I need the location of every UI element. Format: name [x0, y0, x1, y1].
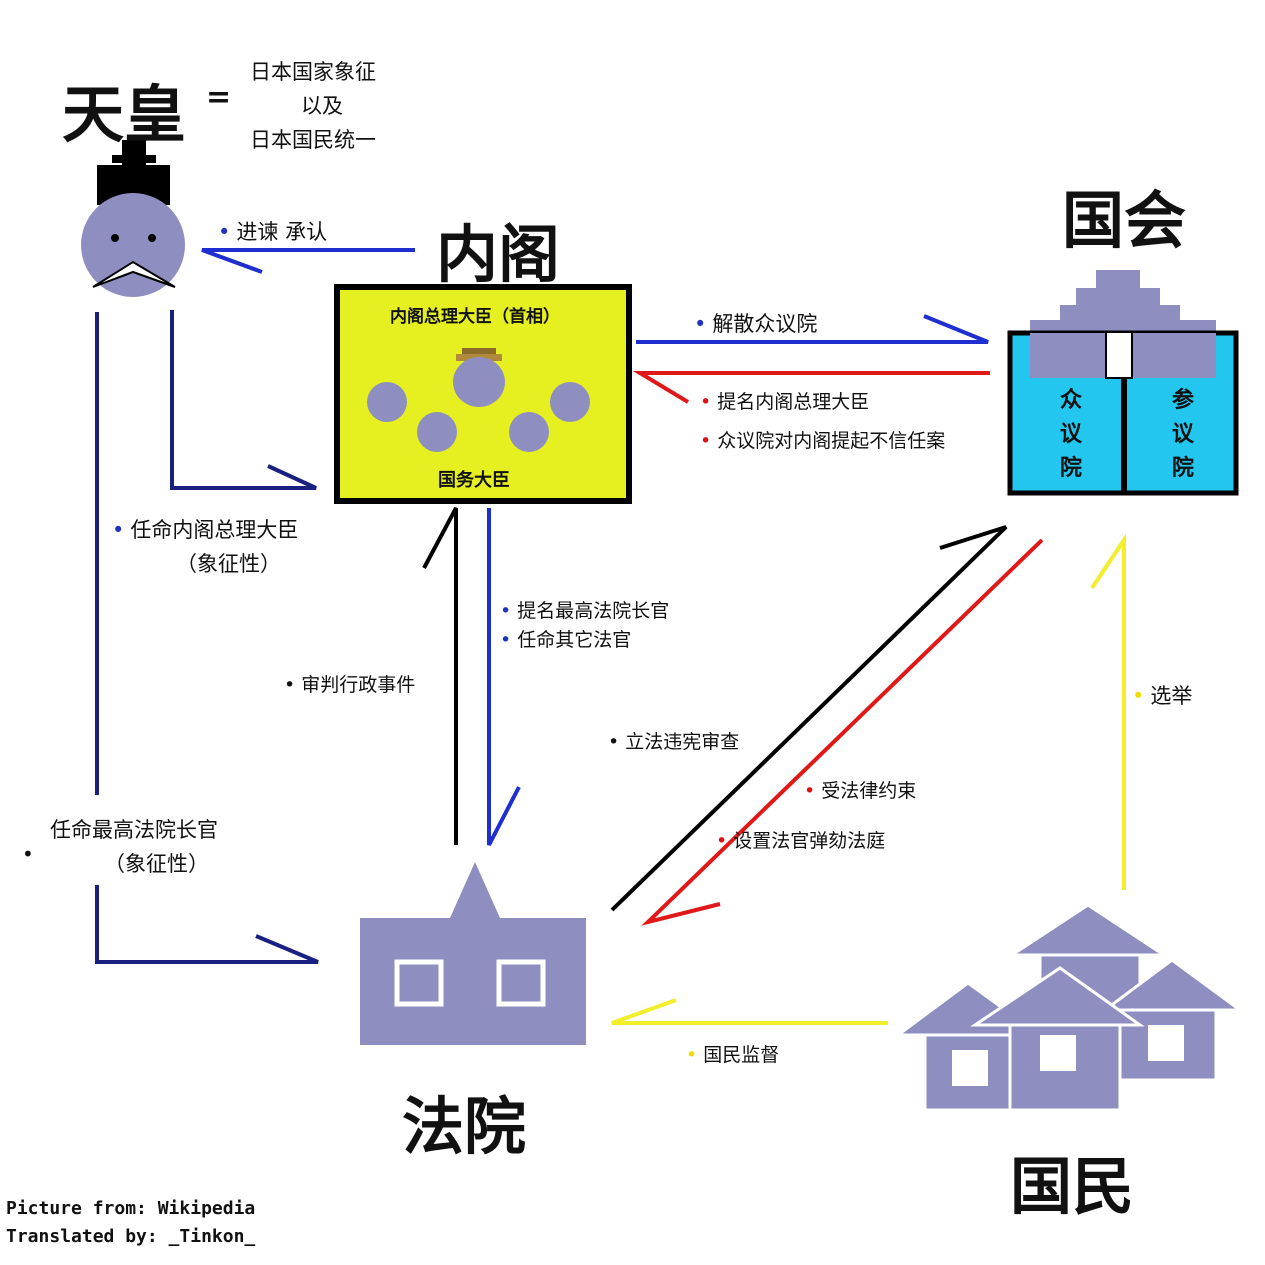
nominate-pm-arrow: [632, 371, 990, 404]
advice-label: 进谏 承认: [218, 216, 327, 246]
judicial-review-label: 立法违宪审查: [608, 727, 739, 754]
judicial-review-arrow: [610, 525, 1008, 912]
diet-building: [1007, 270, 1239, 496]
people-houses: [893, 903, 1245, 1112]
election-arrow: [1090, 533, 1126, 890]
upper-house-char: 参: [1172, 388, 1195, 413]
people-oversight-label: 国民监督: [686, 1040, 779, 1067]
lower-house-label: 众议院: [1060, 384, 1082, 486]
appoint-judges-label: 任命其它法官: [500, 625, 631, 652]
appoint-pm-label: 任命内阁总理大臣: [112, 514, 298, 544]
no-confidence-label: 众议院对内阁提起不信任案: [700, 426, 945, 453]
cabinet-faces: [367, 348, 590, 452]
people-oversight-arrow: [611, 998, 888, 1025]
cabinet-title: 内阁: [436, 218, 561, 291]
dissolve-arrow: [636, 314, 989, 344]
bound-by-law-label: 受法律约束: [804, 776, 916, 803]
credit-translator: Translated by: _Tinkon_: [6, 1226, 256, 1247]
upper-house-char: 院: [1172, 456, 1195, 481]
election-label: 选举: [1132, 680, 1192, 710]
appoint-chief-label: 任命最高法院长官: [50, 818, 218, 842]
admin-review-arrow: [422, 507, 458, 845]
nominate-chief-arrow: [487, 508, 521, 846]
court-building: [360, 862, 586, 1045]
nominate-chief-label: 提名最高法院长官: [500, 596, 669, 623]
upper-house-label: 参议院: [1172, 384, 1194, 486]
cabinet-box: 内阁总理大臣（首相） 国务大臣: [334, 284, 632, 504]
dissolve-label: 解散众议院: [694, 308, 817, 338]
lower-house-char: 议: [1060, 422, 1083, 447]
appoint-chief-arrow: [95, 312, 319, 964]
bound-by-law-arrow: [641, 538, 1044, 926]
upper-house-char: 议: [1172, 422, 1195, 447]
impeachment-label: 设置法官弹劾法庭: [716, 826, 885, 853]
emperor-figure: [81, 140, 185, 297]
people-title: 国民: [1010, 1150, 1135, 1223]
appoint-pm-arrow: [170, 310, 317, 490]
equals-sign: =: [206, 80, 232, 115]
emperor-desc-2: 以及: [301, 94, 343, 118]
nominate-pm-label: 提名内阁总理大臣: [700, 387, 869, 414]
emperor-desc-1: 日本国家象征: [250, 60, 376, 84]
lower-house-char: 院: [1060, 456, 1083, 481]
advice-arrow: [201, 248, 415, 274]
admin-review-label: 审判行政事件: [284, 670, 415, 697]
court-title: 法院: [402, 1090, 527, 1163]
credit-source: Picture from: Wikipedia: [6, 1198, 256, 1219]
emperor-desc-3: 日本国民统一: [250, 128, 376, 152]
pm-label: 内阁总理大臣（首相）: [390, 307, 560, 327]
appoint-chief-bullet: •: [22, 842, 34, 866]
diet-title: 国会: [1062, 184, 1187, 257]
appoint-chief-note: （象征性）: [104, 852, 209, 876]
lower-house-char: 众: [1060, 388, 1083, 413]
ministers-label: 国务大臣: [438, 470, 510, 491]
emperor-title: 天皇: [62, 78, 187, 151]
appoint-pm-note: （象征性）: [176, 552, 281, 576]
